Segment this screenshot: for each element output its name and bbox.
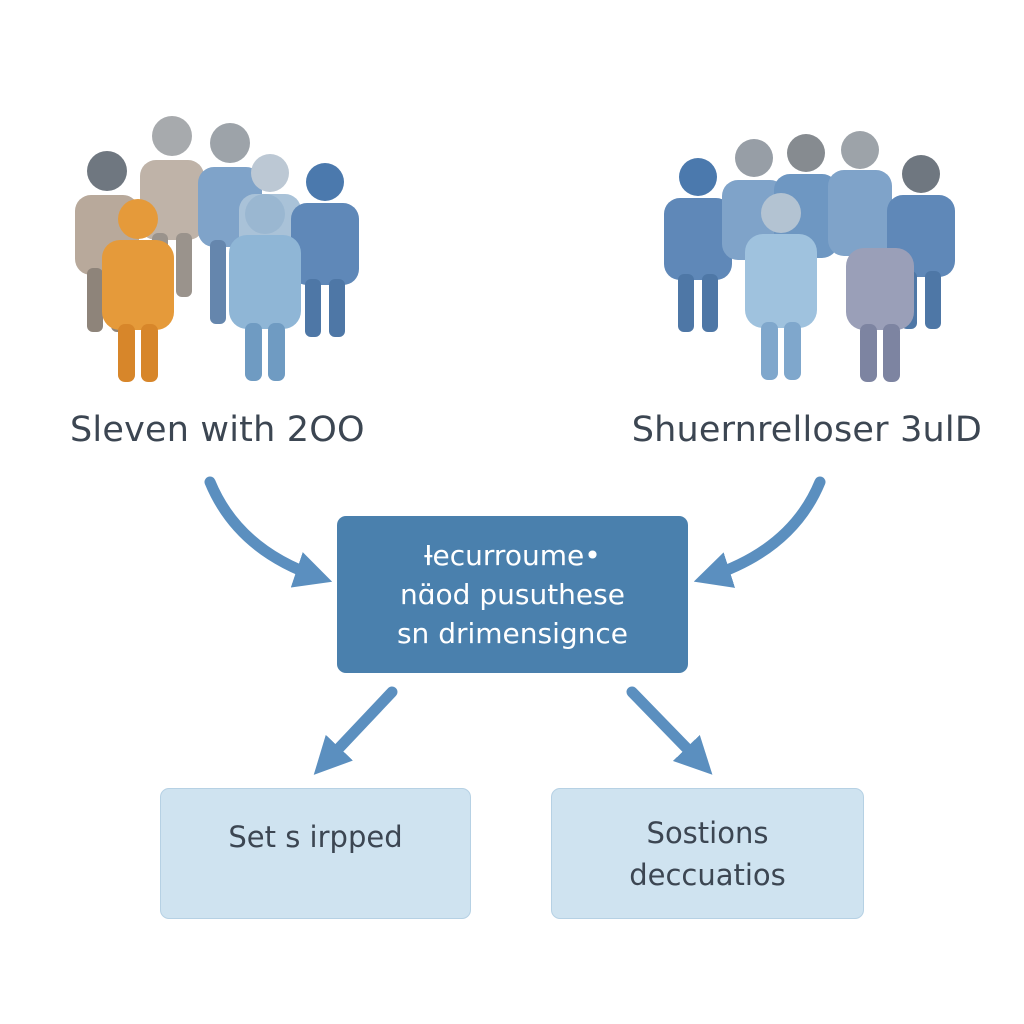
person-icon (745, 193, 817, 380)
center-box-line: sn drimensignce (396, 617, 629, 650)
center-box-line: nɑ̈od pusuthese (400, 578, 625, 611)
center-box-line: Ɨecurroume• (424, 539, 601, 572)
group-label-right: Shuernrelloser 3ulD (631, 410, 982, 450)
output-box-line: Set s irpped (228, 819, 403, 854)
arrow-icon (204, 476, 333, 588)
person-icon (229, 194, 301, 381)
people-group-left-icon (75, 116, 359, 382)
person-icon (846, 248, 914, 382)
output-box-line: Sostions (646, 815, 769, 850)
arrow-icon (626, 686, 713, 775)
center-process-box: Ɨecurroume• nɑ̈od pusuthese sn drimensig… (337, 516, 688, 673)
output-box-left: Set s irpped (160, 788, 471, 919)
person-icon (102, 199, 174, 382)
person-icon (291, 163, 359, 337)
output-box-line: deccuatios (629, 857, 786, 892)
arrow-icon (693, 476, 826, 588)
arrows (204, 476, 826, 775)
person-icon (828, 131, 892, 256)
people-group-right-icon (664, 131, 955, 382)
group-label-left: Sleven with 2OO (70, 410, 365, 450)
output-box-right: Sostions deccuatios (551, 788, 864, 919)
person-icon (664, 158, 732, 332)
arrow-icon (313, 686, 398, 775)
